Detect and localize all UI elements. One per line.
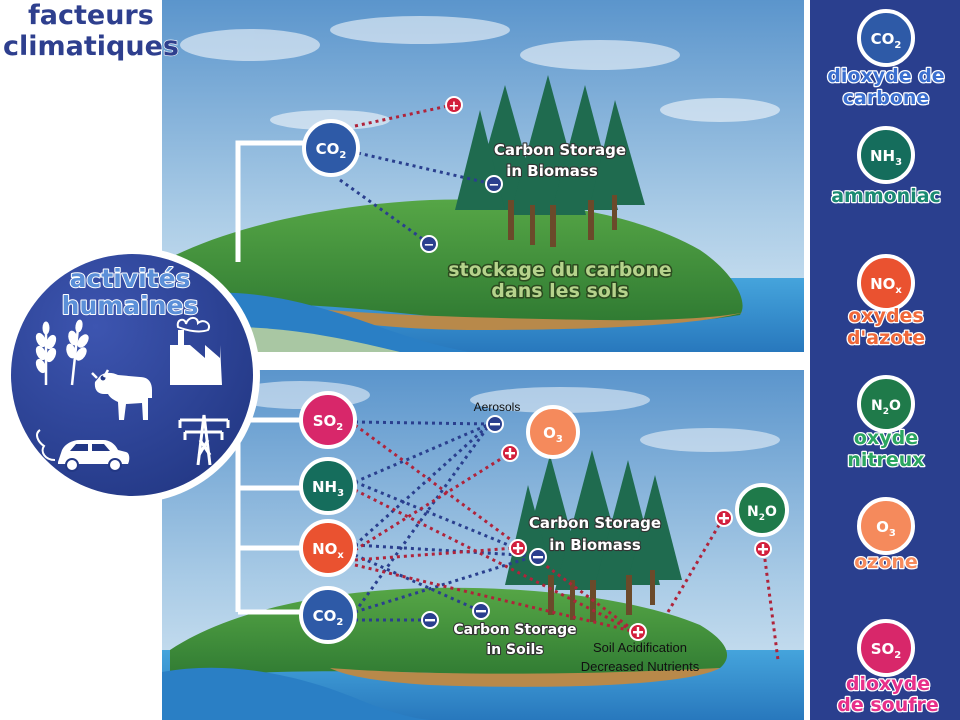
svg-text:N2O: N2O [747, 504, 777, 523]
legend-panel: CO2 dioxyde de carbone NH3 ammoniac NOx … [810, 0, 960, 720]
activities-line-2: humaines [62, 291, 199, 320]
bottom-co2-badge[interactable]: CO2 [299, 586, 357, 644]
legend-n2o-name-1: oxyde [854, 427, 918, 449]
svg-text:CO2: CO2 [871, 30, 902, 51]
top-soil-label-2: dans les sols [491, 280, 628, 302]
svg-text:NH3: NH3 [312, 478, 344, 499]
legend-so2-name-2: de soufre [837, 694, 939, 716]
power-pylon-icon [178, 414, 230, 466]
n2o-badge[interactable]: N2O [735, 483, 789, 537]
bottom-nh3-badge[interactable]: NH3 [299, 457, 357, 515]
svg-text:CO2: CO2 [313, 607, 344, 628]
svg-text:NH3: NH3 [870, 147, 902, 168]
svg-text:−: − [489, 178, 500, 193]
minus-icon: − [420, 235, 438, 253]
svg-text:NOx: NOx [312, 540, 344, 561]
top-co2-badge[interactable]: CO2 [302, 119, 360, 177]
minus-icon [486, 415, 504, 433]
legend-nh3-name: ammoniac [831, 185, 941, 207]
top-soil-label-1: stockage du carbone [448, 259, 672, 281]
factory-icon [170, 316, 222, 385]
acid-label-1: Soil Acidification [593, 640, 687, 655]
title-line-2: climatiques [3, 31, 179, 62]
bottom-trees-label-1: Carbon Storage [529, 514, 661, 532]
svg-text:O3: O3 [543, 424, 563, 445]
plus-icon [629, 623, 647, 641]
legend-nox-name-1: oxydes [848, 305, 924, 327]
legend-item-o3: O3 ozone [853, 497, 919, 574]
car-icon [36, 429, 130, 472]
bottom-trees-label-2: in Biomass [549, 536, 641, 554]
legend-o3-name: ozone [854, 551, 918, 573]
legend-n2o-name-2: nitreux [847, 449, 924, 471]
legend-item-co2: CO2 dioxyde de carbone [826, 9, 946, 110]
ozone-badge[interactable]: O3 [526, 405, 580, 459]
wheat-icon [35, 319, 89, 386]
top-scene: Carbon Storage in Biomass stockage du ca… [162, 0, 804, 352]
legend-item-so2: SO2 dioxyde de soufre [836, 619, 940, 717]
minus-icon [472, 602, 490, 620]
legend-item-n2o: N2O oxyde nitreux [846, 375, 926, 472]
minus-icon: − [485, 175, 503, 193]
minus-icon [421, 611, 439, 629]
svg-text:CO2: CO2 [316, 140, 347, 161]
human-activities-circle: activités humaines [4, 247, 260, 503]
bottom-nox-badge[interactable]: NOx [299, 519, 357, 577]
top-trees-label-1: Carbon Storage [494, 141, 626, 159]
page-title: facteurs climatiques [2, 0, 179, 63]
legend-item-nox: NOx oxydes d'azote [846, 254, 926, 350]
bottom-scene: SO2 NH3 NOx CO2 O3 [162, 370, 804, 720]
minus-icon [529, 548, 547, 566]
svg-text:−: − [424, 238, 435, 253]
bottom-so2-badge[interactable]: SO2 [299, 391, 357, 449]
plus-icon [715, 509, 733, 527]
soils-label-2: in Soils [486, 642, 543, 658]
title-line-1: facteurs [28, 0, 154, 31]
svg-text:O3: O3 [876, 518, 896, 539]
plus-icon [754, 540, 772, 558]
svg-text:SO2: SO2 [313, 412, 344, 433]
legend-co2-name-1: dioxyde de [827, 65, 944, 87]
legend-so2-name-1: dioxyde [846, 673, 930, 695]
cow-icon [91, 369, 152, 420]
plus-icon [501, 444, 519, 462]
legend-co2-name-2: carbone [843, 87, 930, 109]
activities-line-1: activités [70, 264, 191, 293]
svg-text:SO2: SO2 [871, 640, 902, 661]
legend-nox-name-2: d'azote [847, 327, 925, 349]
top-trees-label-2: in Biomass [506, 162, 598, 180]
svg-text:N2O: N2O [871, 398, 901, 417]
soils-label-1: Carbon Storage [453, 622, 576, 638]
svg-text:+: + [449, 99, 460, 114]
plus-icon [509, 539, 527, 557]
aerosols-label: Aerosols [474, 400, 521, 414]
acid-label-2: Decreased Nutrients [581, 659, 700, 674]
legend-item-nh3: NH3 ammoniac [830, 126, 942, 208]
svg-text:NOx: NOx [870, 275, 902, 296]
plus-icon: + [445, 96, 463, 114]
